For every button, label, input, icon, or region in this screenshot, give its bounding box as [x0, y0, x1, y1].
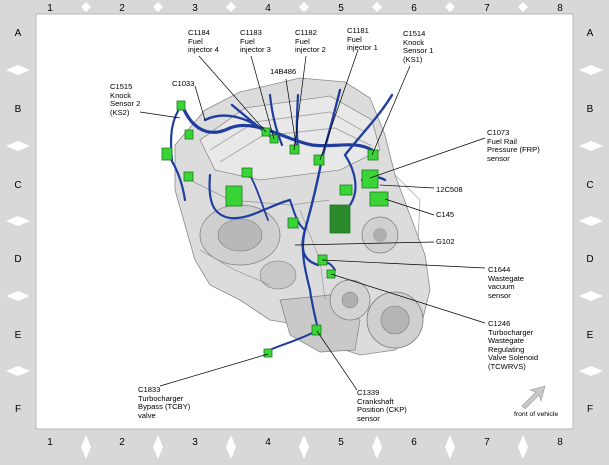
connector-c1833 [263, 348, 273, 358]
frame-row-label: A [587, 28, 594, 39]
connector-turbo [225, 185, 243, 207]
label-c1644: C1644 Wastegate vacuum sensor [488, 265, 525, 300]
label-c1073: C1073 Fuel Rail Pressure (FRP) sensor [487, 128, 540, 163]
frame-column-label: 4 [265, 3, 271, 14]
connector-c145 [369, 191, 389, 207]
frame-column-label: 3 [192, 437, 198, 448]
frame-column-label: 5 [338, 3, 344, 14]
connector-misc [183, 171, 194, 182]
connector-module [329, 204, 351, 234]
frame-row-label: E [587, 330, 594, 341]
connector-12c508 [339, 184, 353, 196]
frame-divider [81, 435, 91, 459]
frame-column-label: 5 [338, 437, 344, 448]
label-c1339: C1339 Crankshaft Position (CKP) sensor [357, 388, 407, 423]
label-c1514: C1514 Knock Sensor 1 (KS1) [403, 29, 434, 64]
frame-divider [6, 366, 30, 376]
frame-divider [372, 2, 382, 12]
label-c1182: C1182 Fuel injector 2 [295, 28, 326, 55]
frame-divider [6, 65, 30, 75]
frame-divider [6, 291, 30, 301]
label-c1183: C1183 Fuel injector 3 [240, 28, 271, 55]
label-c1246: C1246 Turbocharger Wastegate Regulating … [488, 319, 539, 371]
connector-c1339 [311, 324, 322, 336]
frame-column-label: 1 [47, 437, 53, 448]
frame-row-label: E [15, 330, 22, 341]
connector-g102 [287, 217, 299, 229]
frame-row-label: C [14, 180, 21, 191]
frame-row-label: F [15, 404, 21, 415]
label-c1833: C1833 Turbocharger Bypass (TCBY) valve [138, 385, 191, 420]
frame-divider [153, 435, 163, 459]
connector-c1073 [361, 169, 379, 189]
frame-divider [153, 2, 163, 12]
leader-lines [139, 49, 486, 391]
frame-column-label: 3 [192, 3, 198, 14]
connector-c1514 [367, 149, 379, 161]
label-c1033: C1033 [172, 79, 195, 88]
frame-divider [445, 2, 455, 12]
frame-column-label: 7 [484, 437, 490, 448]
frame-column-label: 8 [557, 3, 563, 14]
frame-divider [372, 435, 382, 459]
label-c1184: C1184 Fuel injector 4 [188, 28, 219, 55]
frame-column-label: 2 [119, 3, 125, 14]
frame-column-label: 6 [411, 3, 417, 14]
frame-divider [518, 435, 528, 459]
connector-c1181 [313, 154, 325, 166]
orientation-label: front of vehicle [514, 411, 559, 418]
connector-c1515-b [161, 147, 173, 161]
frame-column-label: 8 [557, 437, 563, 448]
connectors [161, 100, 389, 358]
frame-divider [579, 366, 603, 376]
label-c1515: C1515 Knock Sensor 2 (KS2) [110, 82, 141, 117]
frame-divider [226, 2, 236, 12]
frame-divider [579, 216, 603, 226]
connector-c1515 [176, 100, 186, 111]
frame-divider [226, 435, 236, 459]
frame-divider [6, 141, 30, 151]
connector-c1033 [184, 129, 194, 140]
label-c145: C145 [436, 210, 455, 219]
frame-column-label: 6 [411, 437, 417, 448]
label-c1181: C1181 Fuel injector 1 [347, 26, 378, 53]
frame-column-label: 2 [119, 437, 125, 448]
frame-column-label: 4 [265, 437, 271, 448]
label-g102: G102 [436, 237, 455, 246]
label-14b486: 14B486 [270, 67, 297, 76]
connector-misc-b [241, 167, 253, 178]
frame-column-label: 1 [47, 3, 53, 14]
frame-row-label: B [15, 104, 22, 115]
frame-divider [579, 141, 603, 151]
frame-divider [6, 216, 30, 226]
frame-row-label: F [587, 404, 593, 415]
frame-column-label: 7 [484, 3, 490, 14]
frame-row-label: B [587, 104, 594, 115]
frame-divider [81, 2, 91, 12]
frame-divider [299, 2, 309, 12]
arrow-up-right-icon [521, 385, 546, 410]
frame-divider [579, 65, 603, 75]
label-12c508: 12C508 [436, 185, 463, 194]
frame-row-label: D [14, 254, 21, 265]
frame-divider [518, 2, 528, 12]
frame-row-label: D [586, 254, 593, 265]
frame-divider [299, 435, 309, 459]
frame-row-label: C [586, 180, 593, 191]
frame-row-label: A [15, 28, 22, 39]
frame-divider [579, 291, 603, 301]
frame-divider [445, 435, 455, 459]
